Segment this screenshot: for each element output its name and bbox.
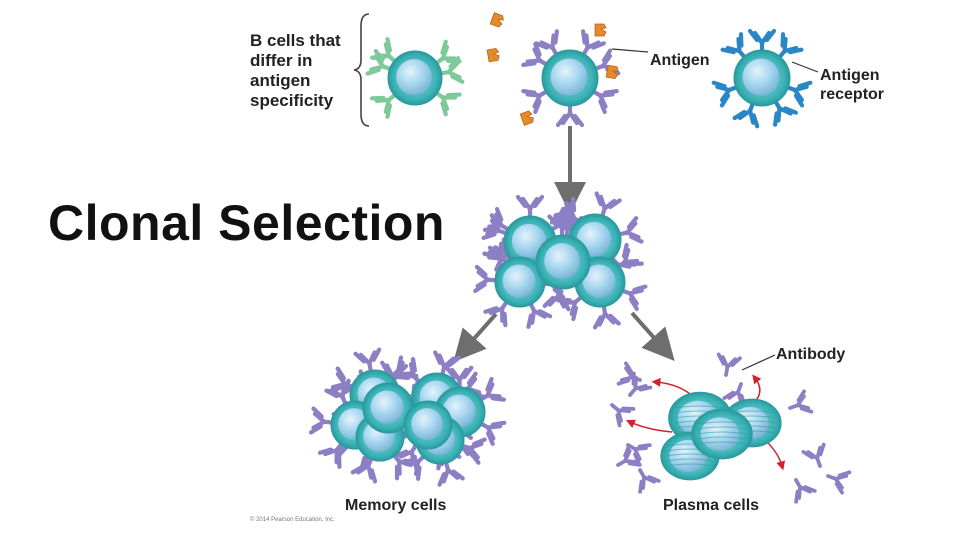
antigen-receptor-purple (555, 101, 585, 128)
b-cells-label-line: B cells that (250, 31, 341, 50)
proliferating-b-cell (535, 234, 591, 290)
antibody-molecule (628, 371, 653, 397)
receptor-leader-line (791, 61, 819, 73)
antibody-molecule (616, 361, 642, 386)
b-cell-selected (541, 49, 599, 107)
antigen-receptor-purple (483, 298, 510, 328)
antigen-receptor-purple (526, 300, 553, 329)
b-cells-label-line: differ in (250, 51, 313, 70)
antigen-receptor-purple (308, 406, 336, 435)
antigen-receptor-blue (776, 32, 804, 61)
antibody-molecule (638, 468, 661, 494)
antigen-receptor-purple (547, 213, 576, 240)
antigen-receptor-purple (459, 437, 487, 465)
antigen-receptor-label-line: Antigen (820, 67, 880, 84)
free-molecule-layer (486, 12, 619, 126)
plasma-cell (691, 408, 753, 460)
antibody-molecule (616, 444, 642, 467)
arrow-to-plasma (630, 311, 675, 361)
antigen-receptor-purple (616, 216, 644, 244)
secretion-arrow (625, 419, 673, 433)
antibody-molecule (801, 442, 826, 468)
b-cells-label-line: specificity (250, 91, 334, 110)
antigen-receptor-label: Antigen receptor (820, 66, 884, 104)
antibody-molecule (610, 403, 636, 428)
b-cells-label-line: antigen (250, 71, 311, 90)
antigen-label: Antigen (650, 52, 710, 69)
antibody-leader-line (741, 354, 776, 371)
b-cells-label: B cells that differ in antigen specifici… (250, 31, 360, 111)
antigen-receptor-purple (482, 237, 509, 266)
antibody-molecule (794, 478, 817, 504)
antibody-molecule (788, 389, 814, 414)
antigen-receptor-purple (515, 194, 545, 221)
antigen-molecule (519, 110, 534, 126)
cell-layer (330, 49, 791, 481)
antibody-molecule (716, 352, 742, 377)
antigen-receptor-purple (473, 264, 500, 294)
antigen-molecule (489, 12, 504, 28)
antigen-receptor-label-line: receptor (820, 86, 885, 103)
antigen-receptor-purple (594, 191, 622, 220)
antigen-receptor-blue (732, 100, 760, 129)
arrow-to-memory (453, 312, 498, 362)
antigen-receptor-purple (433, 350, 461, 378)
copyright-notice: © 2014 Pearson Education, Inc. (250, 517, 335, 523)
antigen-receptor-green (437, 56, 465, 84)
plasma-cells-label: Plasma cells (663, 497, 760, 514)
b-cell-blue (733, 49, 791, 107)
antigen-receptor-blue (747, 28, 777, 55)
antigen-receptor-green (433, 90, 462, 117)
antigen-receptor-purple (350, 455, 378, 484)
antigen-receptor-green (369, 91, 398, 119)
memory-cell (403, 400, 453, 450)
grouping-bracket (353, 13, 370, 127)
antigen-molecule (594, 23, 607, 37)
memory-cell (362, 382, 414, 434)
secretion-arrow (764, 439, 786, 471)
proliferating-b-cell (494, 256, 546, 308)
antibody-label: Antibody (776, 346, 846, 363)
antigen-receptor-purple (592, 302, 621, 330)
antibody-molecule (826, 470, 852, 495)
antigen-receptor-purple (534, 29, 560, 58)
antigen-leader-line (611, 48, 649, 53)
memory-cells-label: Memory cells (345, 497, 447, 514)
antigen-receptor-purple (590, 88, 619, 114)
antigen-molecule (605, 64, 619, 80)
b-cell-green (387, 50, 443, 106)
slide-title: Clonal Selection (48, 195, 445, 251)
antigen-molecule (486, 47, 500, 63)
